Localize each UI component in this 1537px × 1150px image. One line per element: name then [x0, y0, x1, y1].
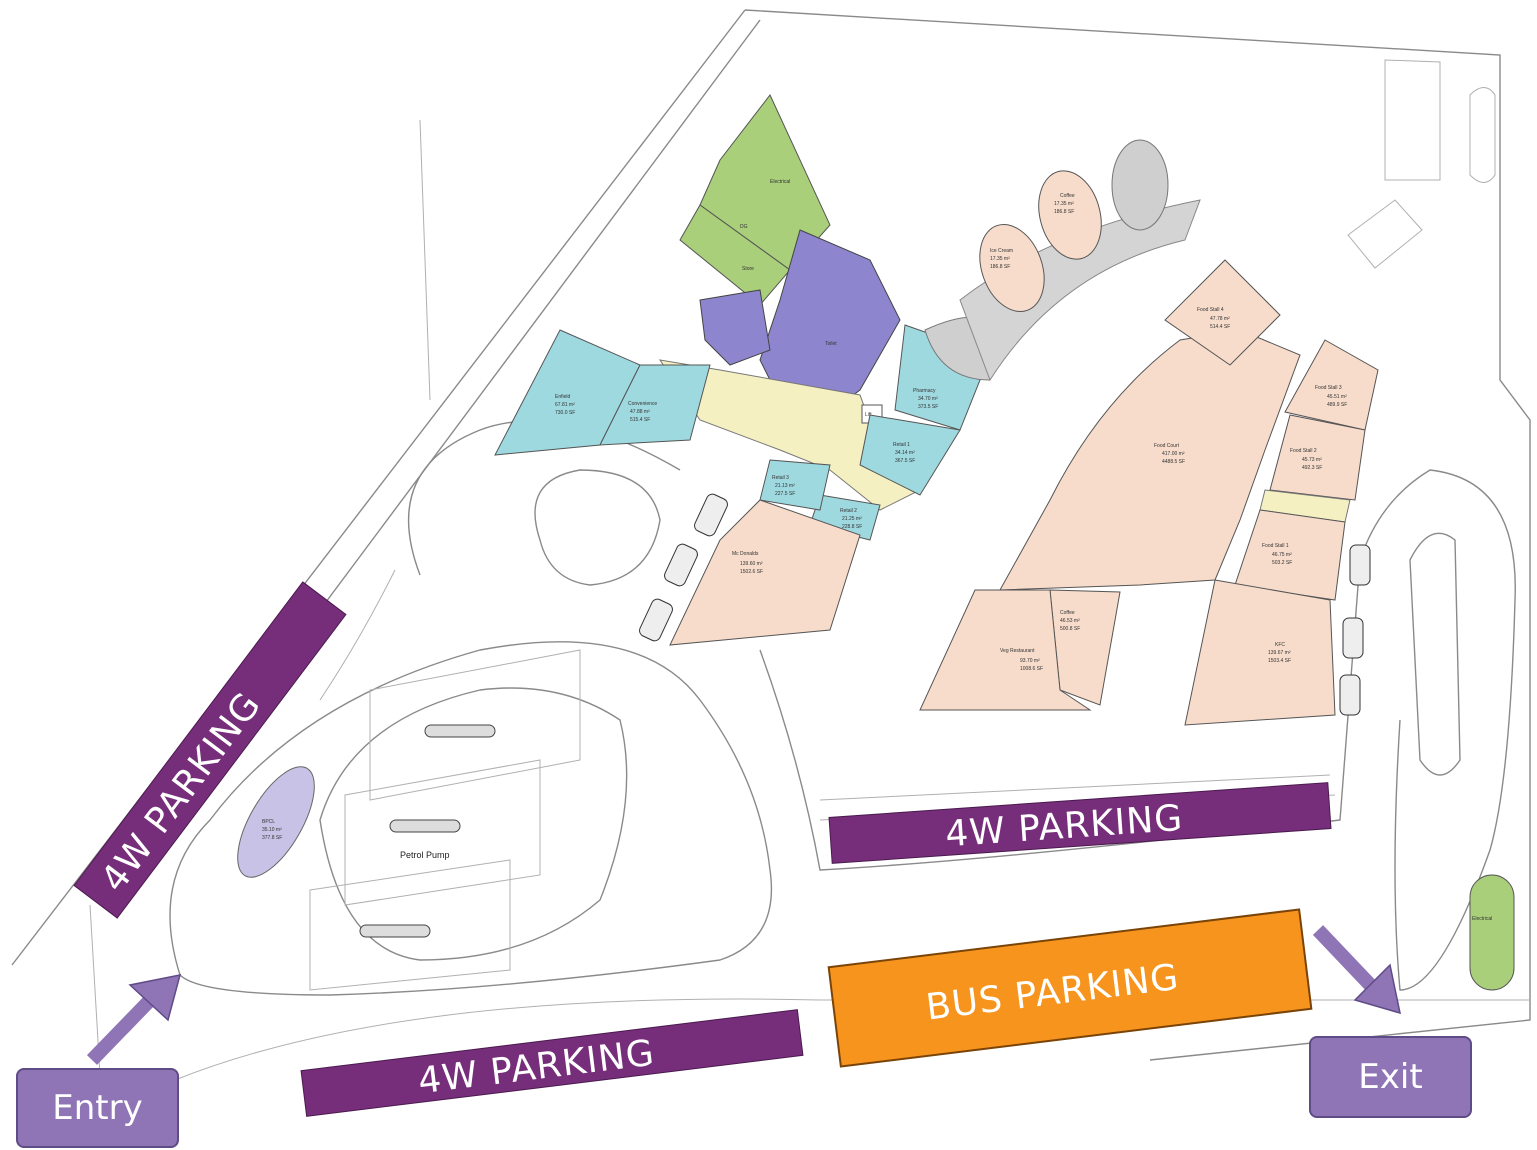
bpcl-area: 35.10 m² [262, 827, 282, 833]
entry-arrow-icon [86, 974, 182, 1065]
retail-2-sf: 228.8 SF [842, 524, 862, 530]
veg-restaurant [919, 589, 1092, 711]
food-stall-3-area: 45.51 m² [1327, 394, 1347, 400]
food-stall-1-area: 46.75 m² [1272, 552, 1292, 558]
enfield-area: 67.81 m² [555, 402, 575, 408]
bpcl-label: BPCL [262, 819, 275, 825]
enfield-sf: 730.0 SF [555, 410, 575, 416]
corridor [658, 359, 921, 511]
food-stall-3-label: Food Stall 3 [1315, 385, 1342, 391]
ice-cream-sf: 186.8 SF [990, 264, 1010, 270]
petrol-pump-label: Petrol Pump [400, 850, 450, 860]
retail-1-shop [859, 414, 961, 496]
exit-button[interactable]: Exit [1309, 1036, 1472, 1118]
pharmacy-sf: 373.5 SF [918, 404, 938, 410]
convenience-shop [599, 364, 711, 446]
coffee-label: Coffee [1060, 610, 1075, 616]
main-building: Electrical DG Toilet Store Enfield 67.81… [494, 94, 991, 646]
mcdonalds-sf: 1502.6 SF [740, 569, 763, 575]
food-stall-2-area: 45.73 m² [1302, 457, 1322, 463]
dg-label: DG [740, 224, 748, 230]
food-stall-1-sf: 503.2 SF [1272, 560, 1292, 566]
kfc-label: KFC [1275, 642, 1285, 648]
retail-3-sf: 227.5 SF [775, 491, 795, 497]
food-court-label: Food Court [1154, 443, 1180, 449]
toilet-block-2 [699, 289, 771, 366]
retail-3-shop [759, 459, 831, 511]
food-stall-2-sf: 492.3 SF [1302, 465, 1322, 471]
food-stall-1-label: Food Stall 1 [1262, 543, 1289, 549]
food-court-hall [999, 329, 1301, 591]
coffee-kiosk-label: Coffee [1060, 193, 1075, 199]
retail-3-area: 21.13 m² [775, 483, 795, 489]
food-stall-2 [1269, 414, 1366, 501]
food-court-sf: 4488.5 SF [1162, 459, 1185, 465]
coffee-sf: 500.8 SF [1060, 626, 1080, 632]
coffee-kiosk-sf: 186.8 SF [1054, 209, 1074, 215]
parking-banner-middle: 4W PARKING [828, 782, 1332, 864]
kiosk-area: Ice Cream 17.35 m² 186.8 SF Coffee 17.35… [924, 139, 1201, 382]
electrical-right-zone [1469, 874, 1515, 991]
lift-label: Lift [865, 412, 872, 418]
food-court-building: Food Court 417.00 m² 4488.5 SF Food Stal… [919, 259, 1379, 726]
ice-cream-area: 17.35 m² [990, 256, 1010, 262]
mcdonalds-label: Mc Donalds [732, 551, 759, 557]
kfc-sf: 1503.4 SF [1268, 658, 1291, 664]
ice-cream-label: Ice Cream [990, 248, 1013, 254]
mcdonalds-area: 139.60 m² [740, 561, 763, 567]
food-court-area: 417.00 m² [1162, 451, 1185, 457]
food-stall-4-area: 47.78 m² [1210, 316, 1230, 322]
convenience-sf: 515.4 SF [630, 417, 650, 423]
seating-kiosk [1111, 139, 1169, 231]
electrical-label: Electrical [770, 179, 790, 185]
ice-cream-kiosk [979, 223, 1045, 313]
bus-parking-banner: BUS PARKING [827, 908, 1313, 1068]
toilet-label: Toilet [825, 341, 837, 347]
convenience-area: 47.88 m² [630, 409, 650, 415]
food-stall-4-label: Food Stall 4 [1197, 307, 1224, 313]
coffee-kiosk-area: 17.35 m² [1054, 201, 1074, 207]
store-label: Store [742, 266, 754, 272]
retail-1-area: 34.14 m² [895, 450, 915, 456]
retail-3-label: Retail 3 [772, 475, 789, 481]
retail-2-area: 21.25 m² [842, 516, 862, 522]
pharmacy-area: 34.70 m² [918, 396, 938, 402]
enfield-label: Enfield [555, 394, 571, 400]
pump-car-2 [389, 819, 461, 833]
veg-restaurant-area: 93.70 m² [1020, 658, 1040, 664]
food-stall-3-sf: 489.9 SF [1327, 402, 1347, 408]
food-stall-4-sf: 514.4 SF [1210, 324, 1230, 330]
kfc-area: 139.67 m² [1268, 650, 1291, 656]
pump-car-3 [359, 924, 431, 938]
coffee-shop [1049, 589, 1121, 706]
kfc-shop [1184, 579, 1336, 726]
bpcl-sf: 377.8 SF [262, 835, 282, 841]
coffee-area: 46.53 m² [1060, 618, 1080, 624]
food-stall-2-label: Food Stall 2 [1290, 448, 1317, 454]
food-stall-4 [1164, 259, 1281, 366]
bpcl-zone [237, 766, 315, 878]
electrical-right: Electrical [1469, 874, 1515, 991]
road-network [169, 119, 1516, 996]
retail-1-label: Retail 1 [893, 442, 910, 448]
pump-car-1 [424, 724, 496, 738]
food-stall-1 [1234, 509, 1346, 601]
exit-arrow-icon [1312, 925, 1401, 1015]
pharmacy-label: Pharmacy [913, 388, 936, 394]
entry-button[interactable]: Entry [16, 1068, 179, 1148]
coffee-kiosk [1038, 170, 1102, 260]
parking-banner-left: 4W PARKING [73, 581, 347, 919]
veg-restaurant-label: Veg Restaurant [1000, 648, 1035, 654]
retail-1-sf: 367.5 SF [895, 458, 915, 464]
mcdonalds-shop [669, 499, 861, 646]
retail-2-label: Retail 2 [840, 508, 857, 514]
convenience-label: Convenience [628, 401, 657, 407]
veg-restaurant-sf: 1008.6 SF [1020, 666, 1043, 672]
electrical-right-label: Electrical [1472, 916, 1492, 922]
parked-cars [639, 493, 1371, 716]
petrol-pump-area: Petrol Pump BPCL 35.10 m² 377.8 SF [237, 649, 581, 991]
